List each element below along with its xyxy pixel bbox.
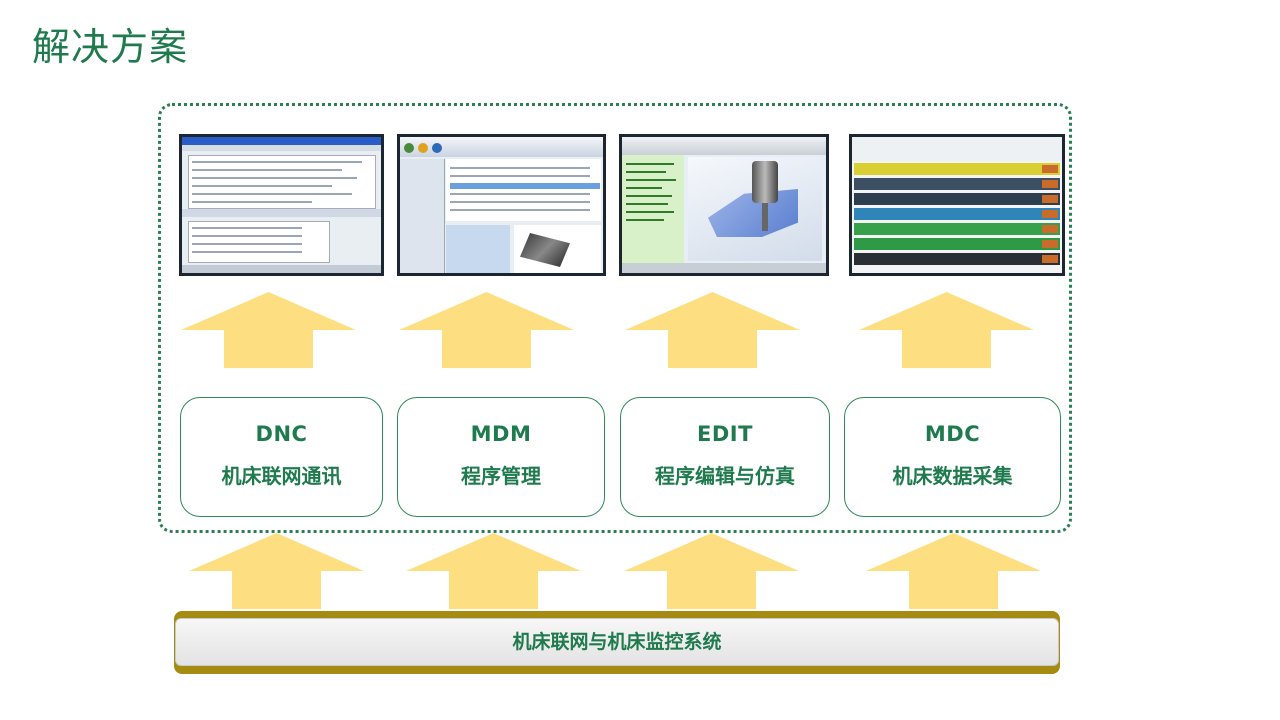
module-code: DNC (181, 422, 382, 446)
dnc-screenshot (179, 134, 384, 276)
mdc-screenshot (849, 134, 1065, 276)
module-name: 机床数据采集 (845, 460, 1060, 489)
module-card-mdm: MDM 程序管理 (397, 397, 605, 517)
module-card-mdc: MDC 机床数据采集 (844, 397, 1061, 517)
module-name: 机床联网通讯 (181, 460, 382, 489)
arrow-up-icon (181, 292, 356, 368)
arrow-up-icon (625, 292, 800, 368)
arrow-up-icon (406, 533, 581, 609)
base-platform: 机床联网与机床监控系统 (175, 618, 1059, 666)
module-code: MDM (398, 422, 604, 446)
arrow-up-icon (866, 533, 1041, 609)
module-card-dnc: DNC 机床联网通讯 (180, 397, 383, 517)
module-name: 程序编辑与仿真 (621, 460, 829, 489)
mdm-screenshot (397, 134, 606, 276)
arrow-up-icon (624, 533, 799, 609)
module-code: EDIT (621, 422, 829, 446)
arrow-up-icon (399, 292, 574, 368)
module-code: MDC (845, 422, 1060, 446)
module-name: 程序管理 (398, 460, 604, 489)
module-card-edit: EDIT 程序编辑与仿真 (620, 397, 830, 517)
arrow-up-icon (189, 533, 364, 609)
edit-screenshot (619, 134, 829, 276)
page-title: 解决方案 (32, 16, 188, 71)
arrow-up-icon (859, 292, 1034, 368)
